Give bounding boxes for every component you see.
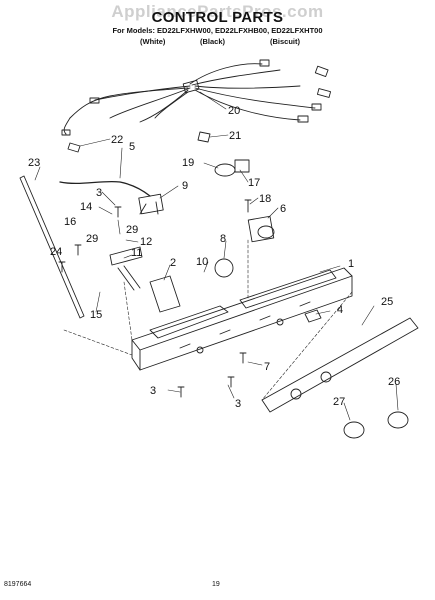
callout-19: 19 (182, 157, 194, 169)
callout-7: 7 (264, 361, 270, 373)
callout-12: 12 (140, 236, 152, 248)
callout-3c: 3 (235, 398, 241, 410)
callout-20: 20 (228, 105, 240, 117)
callout-3a: 3 (96, 187, 102, 199)
callout-8: 8 (220, 233, 226, 245)
color-label-black: (Black) (200, 37, 226, 46)
callout-11: 11 (131, 247, 142, 259)
callout-5: 5 (129, 141, 135, 153)
color-label-biscuit: (Biscuit) (270, 37, 300, 46)
callout-21: 21 (229, 130, 241, 142)
callout-16: 16 (64, 216, 76, 228)
callout-14: 14 (80, 201, 92, 213)
callout-3b: 3 (150, 385, 156, 397)
page-number: 19 (212, 581, 220, 588)
callout-2: 2 (170, 257, 176, 269)
callout-29a: 29 (86, 233, 98, 245)
watermark: AppliancePartsPros.com (111, 2, 324, 21)
model-list: For Models: ED22LFXHW00, ED22LFXHB00, ED… (112, 26, 323, 35)
callout-25: 25 (381, 296, 393, 308)
callout-6: 6 (280, 203, 286, 215)
callout-10: 10 (196, 256, 208, 268)
wiring-harness (61, 59, 332, 136)
control-housing (131, 267, 353, 371)
color-label-white: (White) (140, 37, 166, 46)
callout-18: 18 (259, 193, 271, 205)
callout-22: 22 (111, 134, 123, 146)
callout-4: 4 (337, 304, 343, 316)
callout-17: 17 (248, 177, 260, 189)
callout-23: 23 (28, 157, 40, 169)
callout-29b: 29 (126, 224, 138, 236)
callout-1: 1 (348, 258, 354, 270)
callout-9: 9 (182, 180, 188, 192)
callout-15: 15 (90, 309, 102, 321)
page-title: CONTROL PARTS (151, 9, 284, 26)
callout-26: 26 (388, 376, 400, 388)
callout-27: 27 (333, 396, 345, 408)
doc-number: 8197664 (4, 581, 32, 588)
callout-24: 24 (50, 246, 62, 258)
